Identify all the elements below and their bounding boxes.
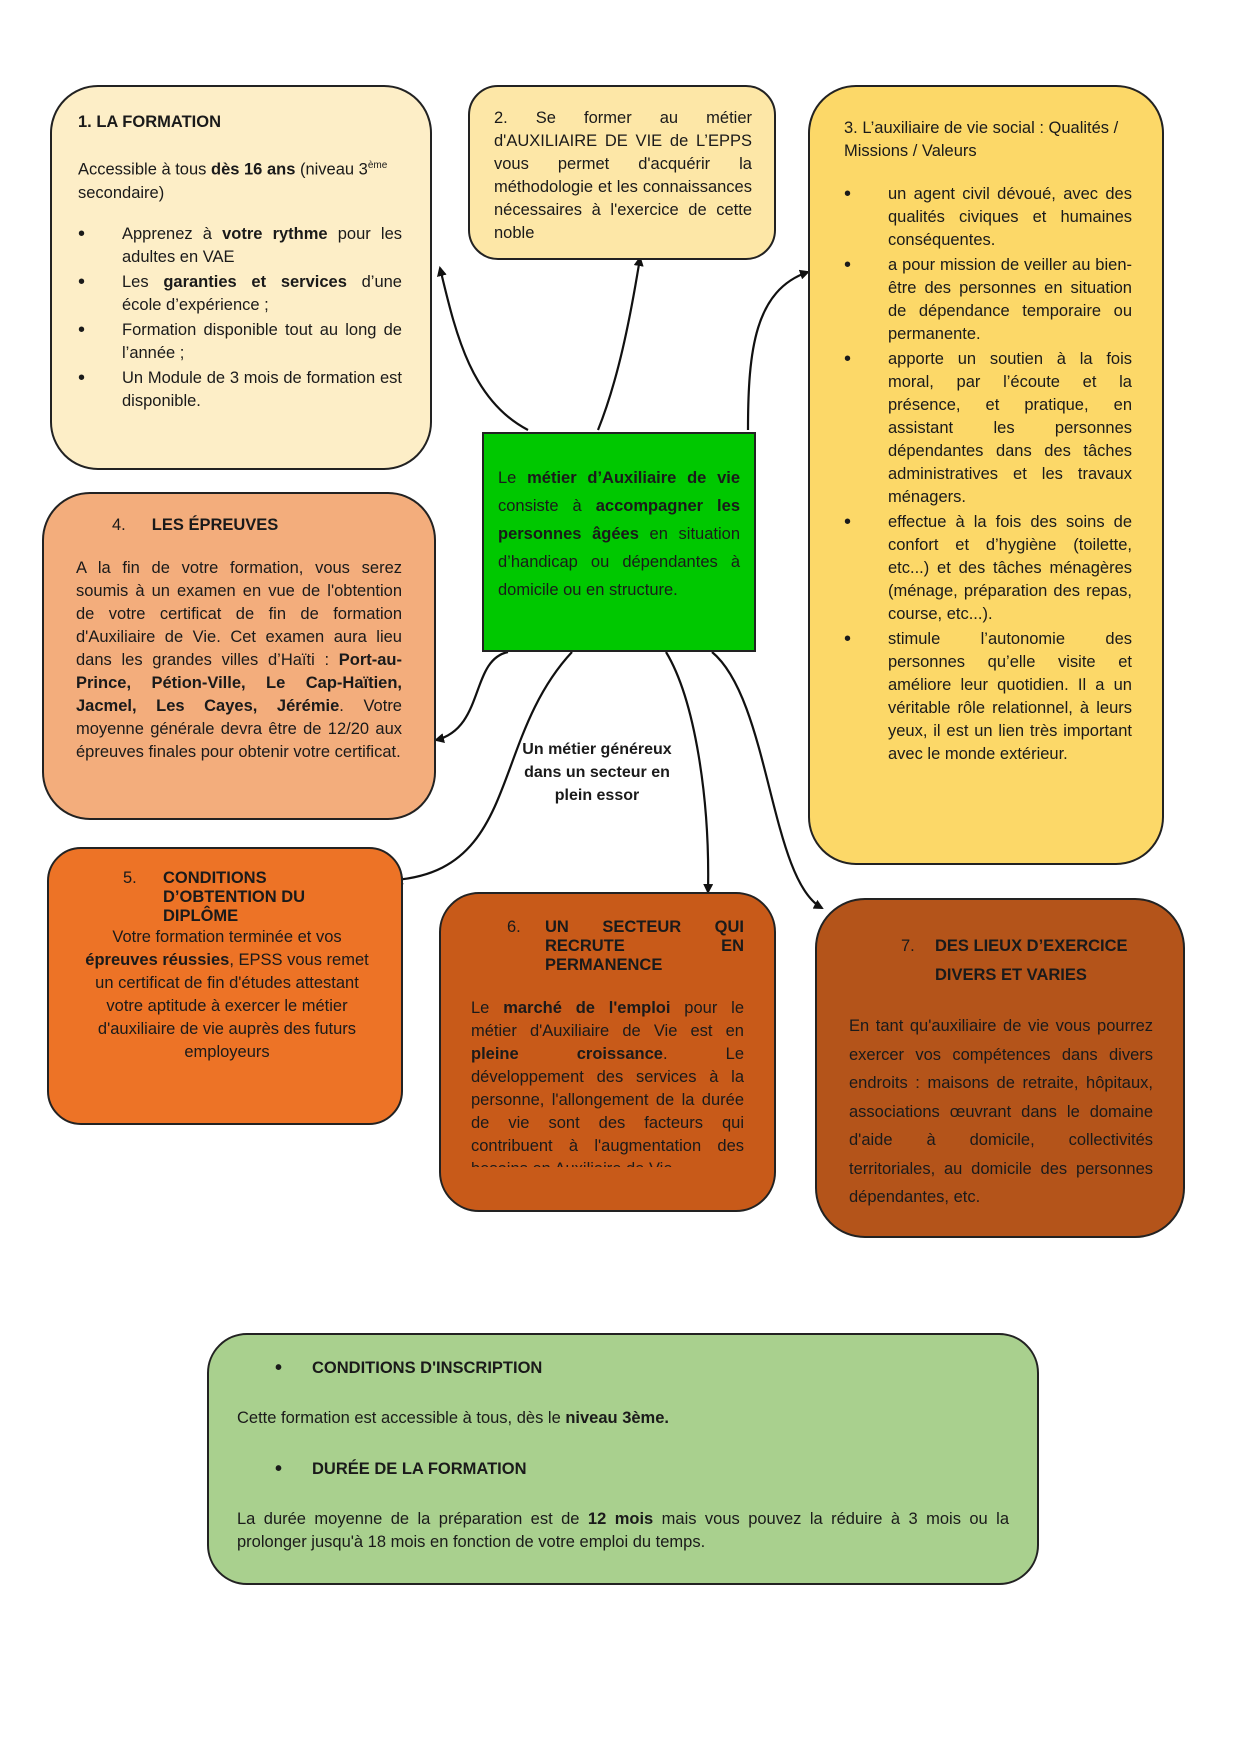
box-lieux-exercice-text: En tant qu'auxiliaire de vie vous pourre… — [849, 1017, 1153, 1206]
arrow-to-box2 — [596, 256, 644, 431]
arrow-to-box3 — [746, 269, 810, 431]
box-conditions-obtention-text: Votre formation terminée et vos épreuves… — [85, 928, 369, 1061]
box-inscription-duree: •CONDITIONS D'INSCRIPTION Cette formatio… — [207, 1333, 1039, 1585]
list-item: apporte un soutien à la fois moral, par … — [844, 348, 1132, 509]
box-lieux-exercice-title: 7.DES LIEUX D’EXERCICE DIVERS ET VARIES — [901, 937, 1128, 984]
list-item: effectue à la fois des soins de confort … — [844, 511, 1132, 626]
list-item: Formation disponible tout au long de l’a… — [78, 319, 402, 365]
box-formation-title: 1. LA FORMATION — [78, 113, 221, 131]
arrow-to-box5 — [393, 651, 573, 885]
list-item: Les garanties et services d’une école d’… — [78, 271, 402, 317]
box-secteur-recrute-text: Le marché de l'emploi pour le métier d'A… — [471, 999, 744, 1167]
box-conditions-obtention-title: 5.CONDITIONS D’OBTENTION DU DIPLÔME — [123, 869, 306, 925]
box-lieux-exercice: 7.DES LIEUX D’EXERCICE DIVERS ET VARIES … — [815, 898, 1185, 1238]
box-conditions-obtention: 5.CONDITIONS D’OBTENTION DU DIPLÔME Votr… — [47, 847, 403, 1125]
list-item: Apprenez à votre rythme pour les adultes… — [78, 223, 402, 269]
center-caption: Un métier généreux dans un secteur en pl… — [522, 741, 672, 804]
heading-duree-formation: •DURÉE DE LA FORMATION — [275, 1458, 527, 1480]
box-epreuves-title: 4.LES ÉPREUVES — [112, 516, 279, 534]
box-secteur-recrute: 6.UN SECTEUR QUI RECRUTE EN PERMANENCE L… — [439, 892, 776, 1212]
list-item: a pour mission de veiller au bien-être d… — [844, 254, 1132, 346]
text-duree-formation: La durée moyenne de la préparation est d… — [237, 1510, 1010, 1551]
heading-conditions-inscription: •CONDITIONS D'INSCRIPTION — [275, 1357, 543, 1379]
box-formation: 1. LA FORMATION Accessible à tous dès 16… — [50, 85, 432, 470]
arrow-to-box4 — [434, 650, 509, 743]
box-auxiliaire-social-title: 3. L’auxiliaire de vie social : Qualités… — [844, 119, 1119, 160]
box-epreuves: 4.LES ÉPREUVES A la fin de votre formati… — [42, 492, 436, 820]
list-item: un agent civil dévoué, avec des qualités… — [844, 183, 1132, 252]
center-box: Le métier d’Auxiliaire de vie consiste à… — [482, 432, 756, 652]
box-formation-intro: Accessible à tous dès 16 ans (niveau 3èm… — [78, 160, 388, 202]
arrow-to-box1 — [437, 266, 529, 431]
text-conditions-inscription: Cette formation est accessible à tous, d… — [237, 1409, 669, 1427]
center-box-text: Le métier d’Auxiliaire de vie consiste à… — [498, 469, 741, 599]
box-secteur-recrute-title: 6.UN SECTEUR QUI RECRUTE EN PERMANENCE — [507, 918, 744, 974]
box-formation-list: Apprenez à votre rythme pour les adultes… — [78, 223, 402, 413]
box-auxiliaire-social-list: un agent civil dévoué, avec des qualités… — [844, 183, 1132, 766]
arrow-to-box7 — [711, 651, 824, 909]
box-auxiliaire-social: 3. L’auxiliaire de vie social : Qualités… — [808, 85, 1164, 865]
box-epreuves-text: A la fin de votre formation, vous serez … — [76, 559, 402, 761]
box-se-former-text: 2. Se former au métier d'AUXILIAIRE DE V… — [494, 109, 752, 242]
list-item: stimule l’autonomie des personnes qu’ell… — [844, 628, 1132, 766]
list-item: Un Module de 3 mois de formation est dis… — [78, 367, 402, 413]
box-se-former: 2. Se former au métier d'AUXILIAIRE DE V… — [468, 85, 776, 260]
arrow-to-box6 — [665, 651, 714, 894]
